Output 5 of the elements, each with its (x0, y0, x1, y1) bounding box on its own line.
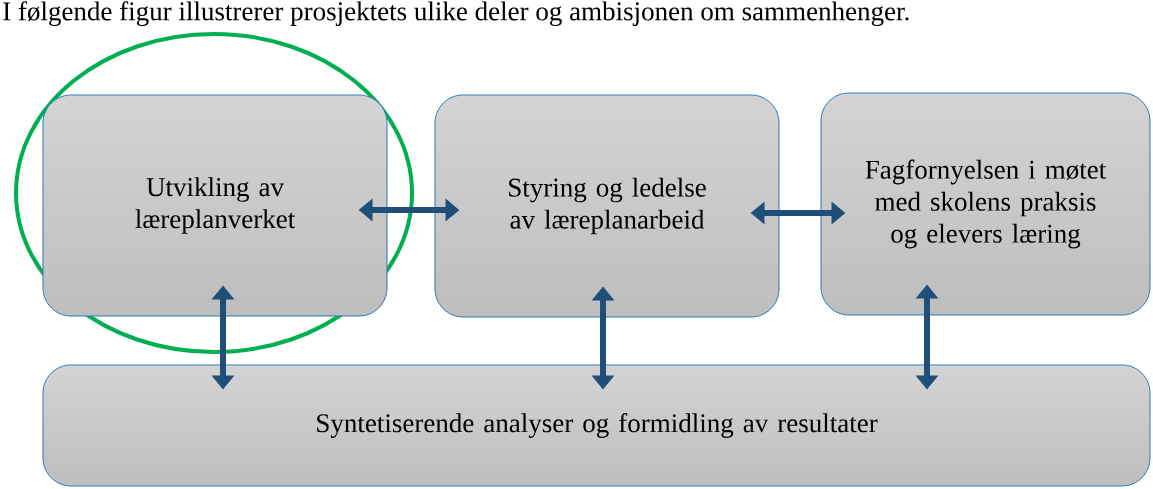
process-box: Syntetiserende analyser og formidling av resultater (42, 364, 1151, 487)
process-box: Fagfornyelsen i møtet med skolens praksis og elevers læring (820, 92, 1151, 316)
process-box: Styring og ledelse av læreplanarbeid (434, 94, 780, 318)
process-box: Utvikling av læreplanverket (42, 94, 388, 317)
intro-text: I følgende figur illustrerer prosjektets ulike deler og ambisjonen om sammenhenger. (3, 1, 909, 27)
